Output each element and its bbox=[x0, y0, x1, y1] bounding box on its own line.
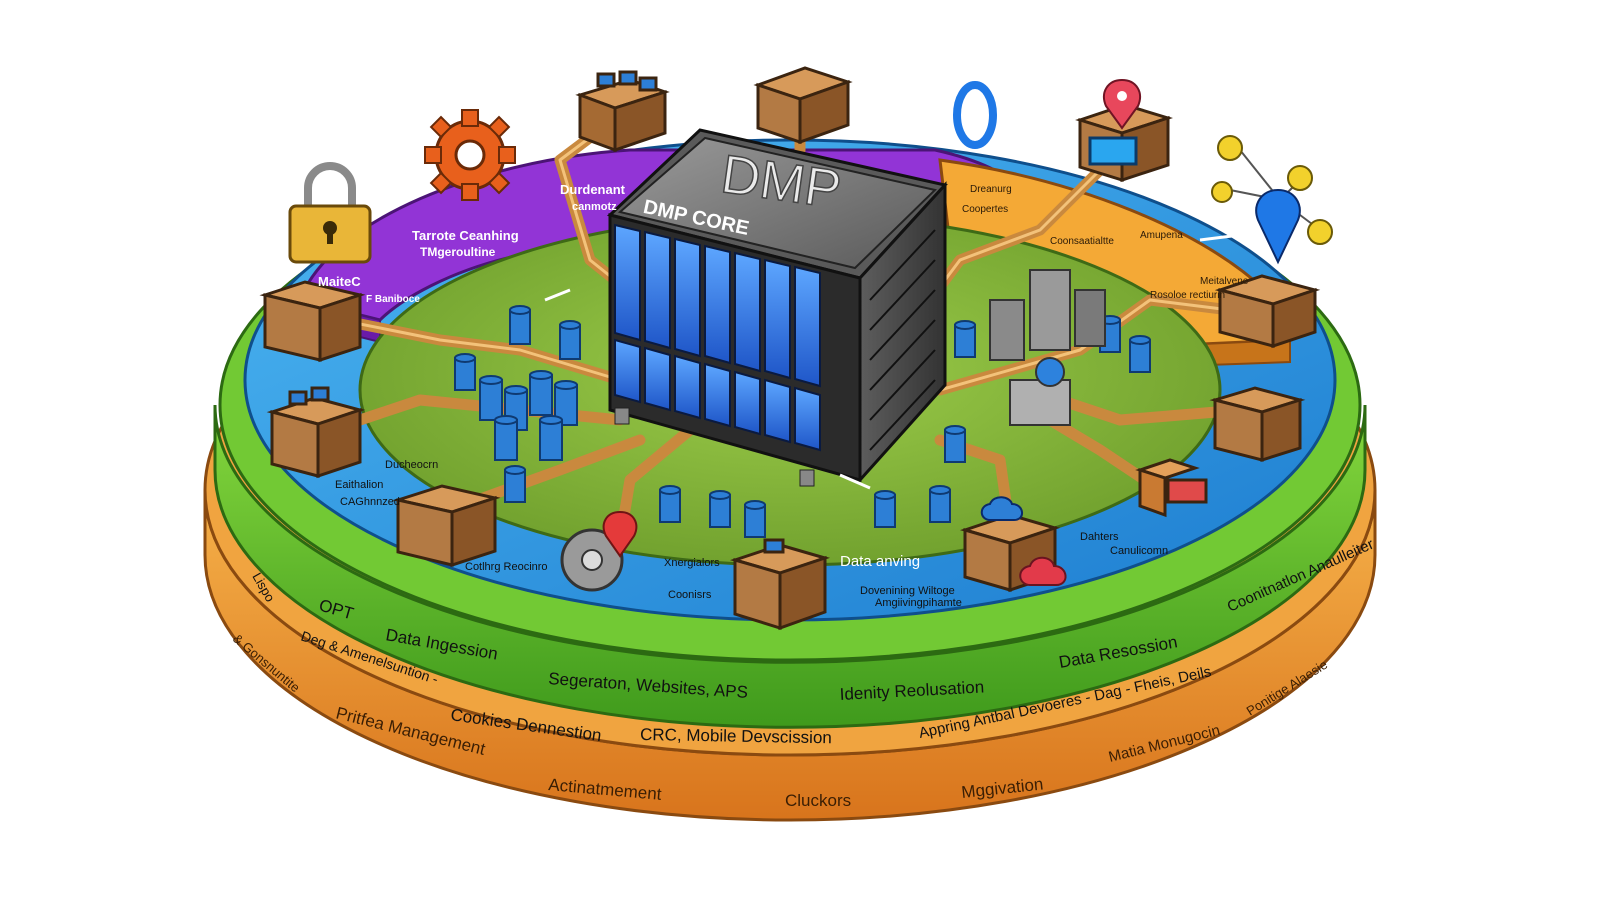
platform-labels: Ducheocrn Eaithalion CAGhnnzed Cotlhrg R… bbox=[335, 459, 1168, 609]
city-buildings bbox=[989, 269, 1106, 426]
monitor-crate bbox=[1075, 103, 1174, 183]
platform-label-2: Eaithalion bbox=[335, 479, 383, 491]
orange-label-2: Coopertes bbox=[962, 204, 1008, 215]
padlock-icon bbox=[288, 162, 372, 264]
purple-label-3: Tarrote Ceanhing bbox=[412, 228, 519, 243]
arrow-icon bbox=[544, 233, 1241, 490]
purple-label-4: TMgeroultine bbox=[420, 245, 496, 259]
crate-left-lower bbox=[266, 386, 366, 479]
purple-label-1: Durdenant bbox=[560, 182, 626, 197]
crate-right-bottom bbox=[1135, 458, 1208, 518]
ring-icon bbox=[953, 81, 997, 149]
crate-right bbox=[1214, 274, 1321, 349]
purple-label-5: MaiteC bbox=[318, 274, 361, 289]
gear-icon bbox=[424, 109, 516, 201]
platform-label-7: Data anving bbox=[840, 553, 920, 570]
crate-left bbox=[259, 280, 366, 363]
crate-bottom-left bbox=[392, 484, 501, 568]
db-cluster-bottom bbox=[504, 425, 966, 538]
platform-label-10: Dahters bbox=[1080, 531, 1119, 543]
orange-label-4: Amupena bbox=[1140, 230, 1183, 241]
purple-label-2: canmotz bbox=[572, 201, 617, 213]
cloud-icon bbox=[980, 496, 1067, 586]
purple-label-6: F Baniboce bbox=[366, 294, 420, 305]
orange-label-6: Rosoloe rectiurin bbox=[1150, 290, 1225, 301]
platform-label-3: CAGhnnzed bbox=[340, 496, 400, 508]
platform-label-6: Coonisrs bbox=[668, 589, 712, 601]
orange-label-band-3: Cluckors bbox=[785, 791, 851, 810]
platform-label-1: Ducheocrn bbox=[385, 459, 438, 471]
orange-ring-labels: Dreanurg Coopertes Coonsaatialtte Amupen… bbox=[962, 184, 1249, 301]
platform-label-11: Canulicomn bbox=[1110, 545, 1168, 557]
orange-label-1: Dreanurg bbox=[970, 184, 1012, 195]
crates bbox=[259, 66, 1321, 631]
dmp-core-server: DMP DMP CORE bbox=[606, 128, 948, 487]
platform-label-9: Amgiivingpihamte bbox=[875, 597, 962, 609]
platform-label-4: Cotlhrg Reocinro bbox=[465, 561, 548, 573]
location-pin-icon bbox=[1103, 78, 1141, 130]
network-icon bbox=[1211, 135, 1333, 265]
crate-right-lower bbox=[1209, 386, 1306, 463]
orange-label-3: Coonsaatialtte bbox=[1050, 236, 1114, 247]
orange-label-5: Meitalvene bbox=[1200, 276, 1249, 287]
purple-ring-labels: Durdenant canmotz Tarrote Ceanhing TMger… bbox=[318, 182, 626, 305]
crate-bottom-center bbox=[729, 538, 831, 631]
gear-pin-icon bbox=[560, 510, 638, 592]
map-pin-icon bbox=[602, 510, 638, 558]
monitor-icon bbox=[1088, 136, 1138, 166]
globe-icon bbox=[1035, 357, 1065, 387]
green-label-9: CRC, Mobile Devscission bbox=[640, 725, 832, 747]
server-bays bbox=[614, 223, 821, 452]
database-clusters bbox=[454, 305, 1151, 538]
platform-label-5: Xnergialors bbox=[664, 557, 720, 569]
platform-label-8: Dovenining Wiltoge bbox=[860, 585, 955, 597]
crate-top-center bbox=[753, 66, 853, 145]
crate-top-left bbox=[575, 70, 670, 153]
db-cluster-left bbox=[454, 305, 581, 461]
